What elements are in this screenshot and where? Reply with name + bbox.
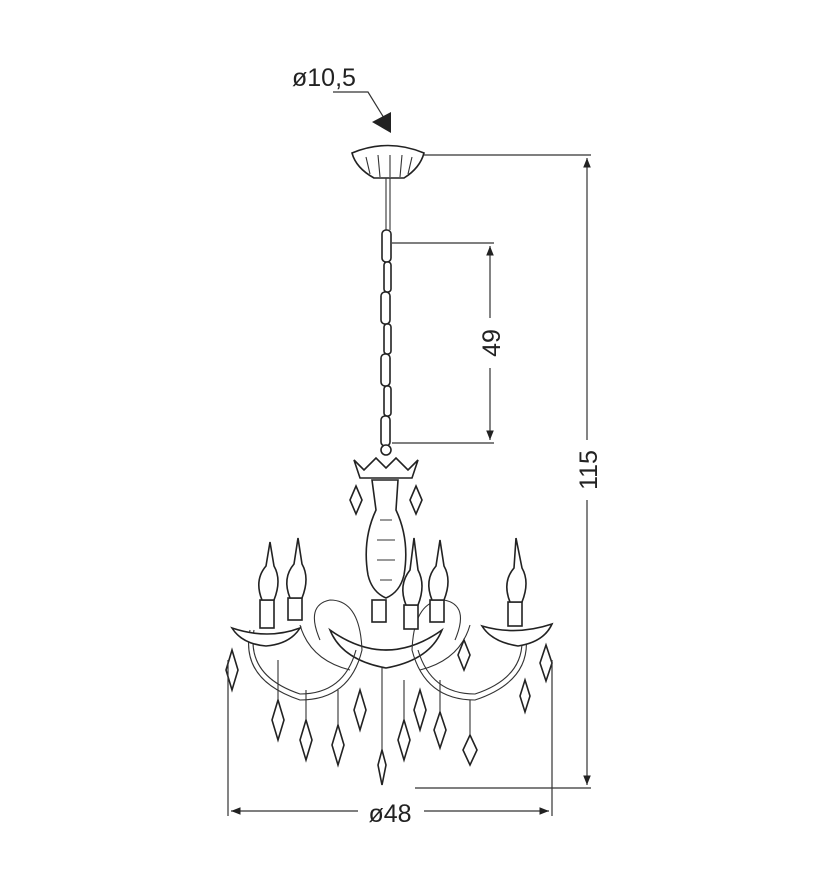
bowl: [328, 627, 444, 669]
chain-length-dimension: 49: [392, 242, 506, 444]
candles: [230, 537, 554, 647]
crown: [353, 456, 419, 479]
canopy-diameter-callout: ø10,5: [292, 64, 391, 133]
arm: [411, 599, 527, 701]
leader-line: [333, 91, 385, 119]
overall-diameter-dimension: ø48: [227, 660, 553, 828]
chandelier-illustration: [225, 144, 554, 786]
total-height-dimension: 115: [415, 154, 603, 789]
canopy-diameter-label: ø10,5: [292, 64, 356, 92]
crystals: [225, 637, 553, 786]
canopy: [351, 144, 425, 179]
central-column: [365, 479, 407, 599]
chain: [380, 229, 392, 456]
overall-diameter-label: ø48: [368, 800, 411, 828]
leader-arrowhead: [372, 112, 391, 133]
chain-length-label: 49: [478, 329, 506, 357]
arm: [248, 599, 363, 701]
total-height-label: 115: [575, 450, 603, 490]
